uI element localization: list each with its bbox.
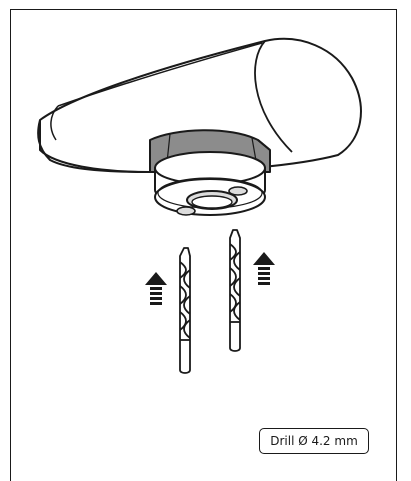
drill-size-label: Drill Ø 4.2 mm <box>259 428 369 454</box>
drill-bit-icon <box>229 229 241 352</box>
drill-bit-icon <box>179 247 191 374</box>
device-housing <box>37 37 362 173</box>
mounting-plate <box>154 151 266 216</box>
up-arrow-icon <box>145 272 167 305</box>
up-arrow-icon <box>253 252 275 285</box>
illustration-frame <box>10 9 397 481</box>
